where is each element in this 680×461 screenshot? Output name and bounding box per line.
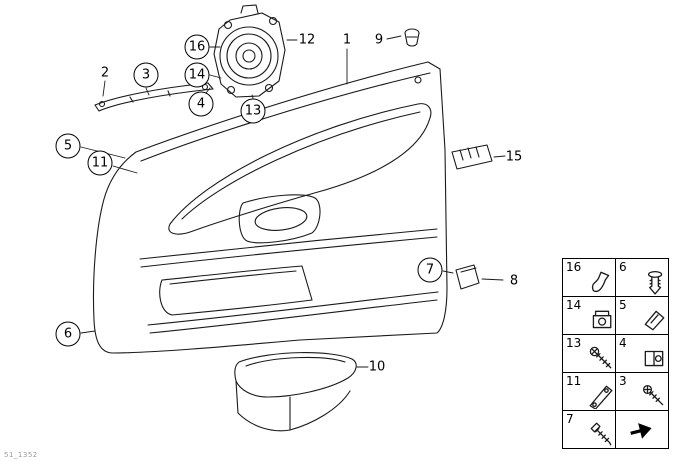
spring-clip-icon [591,271,610,293]
legend-cell-4[interactable]: 4 [616,335,669,373]
clip-drawing [455,264,480,290]
reflector-drawing [451,144,493,170]
sheet-metal-nut-icon [644,350,664,367]
plug-drawing [404,28,420,47]
callout-14[interactable]: 14 [184,62,210,88]
clip-icon [644,310,665,331]
callout-6[interactable]: 6 [55,321,81,347]
legend-cell-16[interactable]: 16 [563,259,616,297]
callout-13[interactable]: 13 [240,98,266,124]
callout-8[interactable]: 8 [509,273,519,289]
fastener-legend: 16 6 14 [562,258,669,449]
callout-15[interactable]: 15 [505,149,523,165]
callout-5[interactable]: 5 [55,133,81,159]
legend-cell-arrow[interactable] [616,411,669,449]
legend-cell-13[interactable]: 13 [563,335,616,373]
callout-10[interactable]: 10 [368,359,386,375]
bracket-strip-icon [589,385,613,409]
tapping-screw-icon [590,422,612,446]
torx-screw-icon [589,346,612,369]
expanding-rivet-icon [647,270,663,295]
legend-cell-11[interactable]: 11 [563,373,616,411]
speaker-drawing [213,4,286,98]
callout-11[interactable]: 11 [87,150,113,176]
legend-cell-7[interactable]: 7 [563,411,616,449]
callout-4[interactable]: 4 [188,91,214,117]
legend-cell-5[interactable]: 5 [616,297,669,335]
callout-7[interactable]: 7 [417,257,443,283]
diagram-code: 51_1352 [4,451,38,459]
callout-3[interactable]: 3 [133,62,159,88]
door-trim-panel-drawing [92,61,448,354]
callout-12[interactable]: 12 [298,32,316,48]
legend-cell-3[interactable]: 3 [616,373,669,411]
callout-16[interactable]: 16 [184,34,210,60]
callout-9[interactable]: 9 [374,32,384,48]
callout-1[interactable]: 1 [342,32,352,48]
callout-2[interactable]: 2 [100,65,110,81]
legend-cell-6[interactable]: 6 [616,259,669,297]
armrest-drawing [234,352,357,432]
legend-cell-14[interactable]: 14 [563,297,616,335]
clip-nut-icon [592,310,612,329]
next-diagram-arrow-icon [630,423,652,439]
screw-icon [642,384,664,406]
